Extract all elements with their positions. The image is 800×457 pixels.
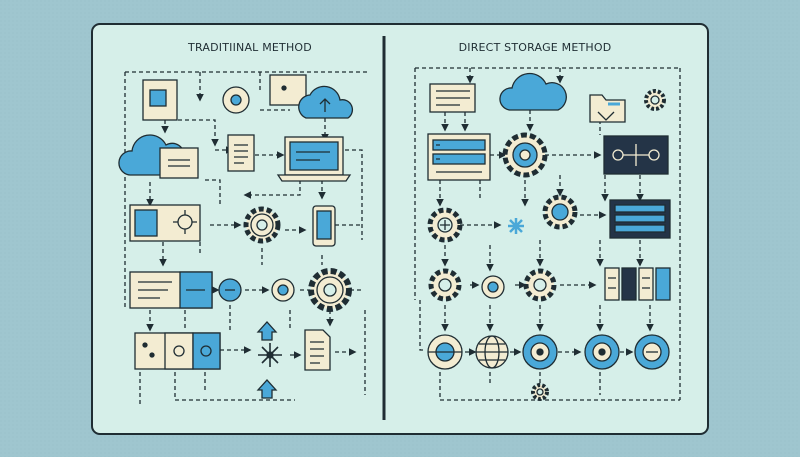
dashed-connectors [414,67,681,401]
document-icon [304,329,331,371]
cloud-icon [298,85,354,119]
globe-icon [475,335,509,369]
network-hub-icon [258,343,282,367]
cloud-icon [499,72,567,111]
gear-icon [644,89,666,111]
server-icon [129,271,213,309]
cloud-icon [118,134,199,179]
circuit-icon [603,135,669,175]
gear-icon [531,383,549,401]
laptop-icon [276,136,352,182]
disc-icon [481,275,505,299]
gear-icon [523,268,557,302]
storage-drive-icon [134,332,221,370]
right-title: DIRECT STORAGE METHOD [459,41,612,54]
left-title: TRADITIINAL METHOD [187,41,312,54]
server-icon [427,133,491,181]
smartphone-icon [312,205,336,247]
arrow-icon [256,321,278,399]
stacked-storage-icon [609,199,671,239]
stacked-storage-icon [604,267,671,301]
disc-icon [222,86,250,114]
screen-icon [269,74,307,106]
network-hub-icon [508,218,524,234]
window-icon [142,79,178,121]
gear-icon [428,268,462,302]
disc-icon [584,334,620,370]
disc-icon [634,334,670,370]
gear-icon [427,207,463,243]
disc-icon [271,278,295,302]
direct-storage-method-flow [414,67,681,401]
traditional-method-flow [118,71,368,405]
document-icon [429,83,476,113]
disc-icon [427,334,463,370]
gear-icon [243,206,281,244]
gear-icon [502,132,548,178]
document-icon [227,134,255,172]
gear-icon [542,194,578,230]
disc-icon [522,334,558,370]
diagram-panel [91,23,709,435]
folder-icon [589,94,626,123]
gear-icon [308,268,352,312]
disc-icon [218,278,242,302]
circuit-icon [129,204,201,242]
